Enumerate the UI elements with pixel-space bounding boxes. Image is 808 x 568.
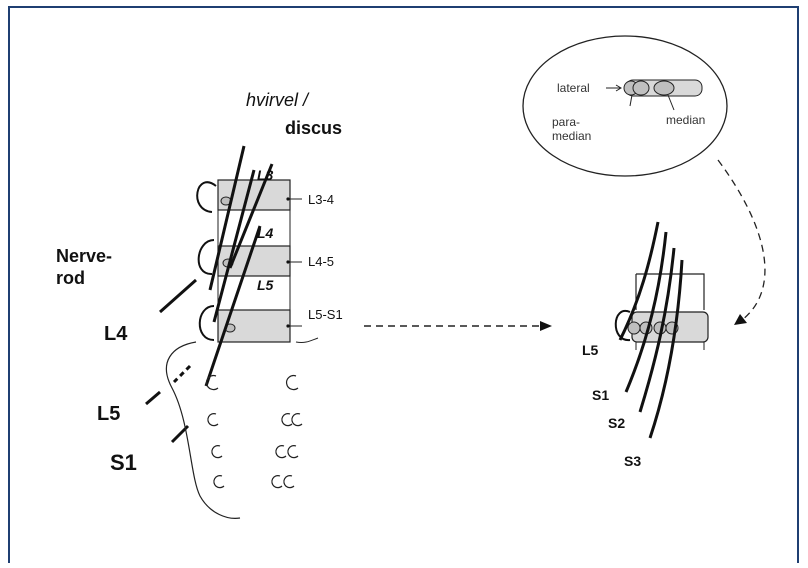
inset-paramedian-zone [632,80,650,96]
root-label-l5: L5 [97,403,120,425]
inset-label-median: median [666,113,705,127]
header-disc: discus [285,118,342,138]
inset-ellipse [522,35,728,177]
vertebra-label-l5: L5 [257,277,274,293]
nerve-root-line [204,225,262,387]
inset-median-zone [653,80,675,96]
disc-leader-lines [288,198,302,327]
vertebra-label-l4: L4 [257,225,274,241]
arrow-head [540,321,552,331]
root-label-l4: L4 [104,323,128,345]
sacral-foramina [206,374,303,489]
inset-label-paramedian-1: para- [552,115,580,129]
right-root-s3 [648,259,684,439]
left-spine [145,145,319,519]
right-pedicle [614,309,631,342]
nerve-root-line [208,145,246,291]
right-label-l5: L5 [582,342,599,358]
root-l5-dashed [172,364,192,384]
root-label-s1: S1 [110,450,137,475]
right-label-s3: S3 [624,453,641,469]
right-label-s2: S2 [608,415,625,431]
sacrum-outline-right [295,337,319,343]
nerve-root-label-1: Nerve- [56,246,112,266]
right-detail [614,221,709,439]
sacrum-outline [166,341,241,519]
inset-label-paramedian-2: median [552,129,591,143]
disc-zone-inset: lateral para- median median [522,35,728,177]
right-root-s2 [638,247,676,413]
vertebra-outline [217,210,291,310]
root-l5-line [145,390,161,406]
median-pointer [667,94,675,111]
paramedian-pointer [629,94,633,107]
inset-label-lateral: lateral [557,81,590,95]
nerve-root-line [212,169,256,323]
pedicle-l4 [197,239,215,276]
right-root-l5 [618,221,660,341]
pedicle-l5 [198,305,215,341]
vertebra-label-l3: L3 [257,167,274,183]
pedicle-l3 [196,181,217,213]
nerve-root-line [228,163,274,269]
root-l4-line [159,278,197,314]
header-vertebra: hvirvel / [246,90,310,110]
inset-arrow [717,159,766,321]
right-root-s1 [624,231,668,393]
disc-label-l5-s1: L5-S1 [308,307,343,322]
inset-arrow-head [734,314,747,325]
nerve-root-label-2: rod [56,268,85,288]
disc-label-l4-5: L4-5 [308,254,334,269]
right-label-s1: S1 [592,387,609,403]
disc-label-l3-4: L3-4 [308,192,334,207]
